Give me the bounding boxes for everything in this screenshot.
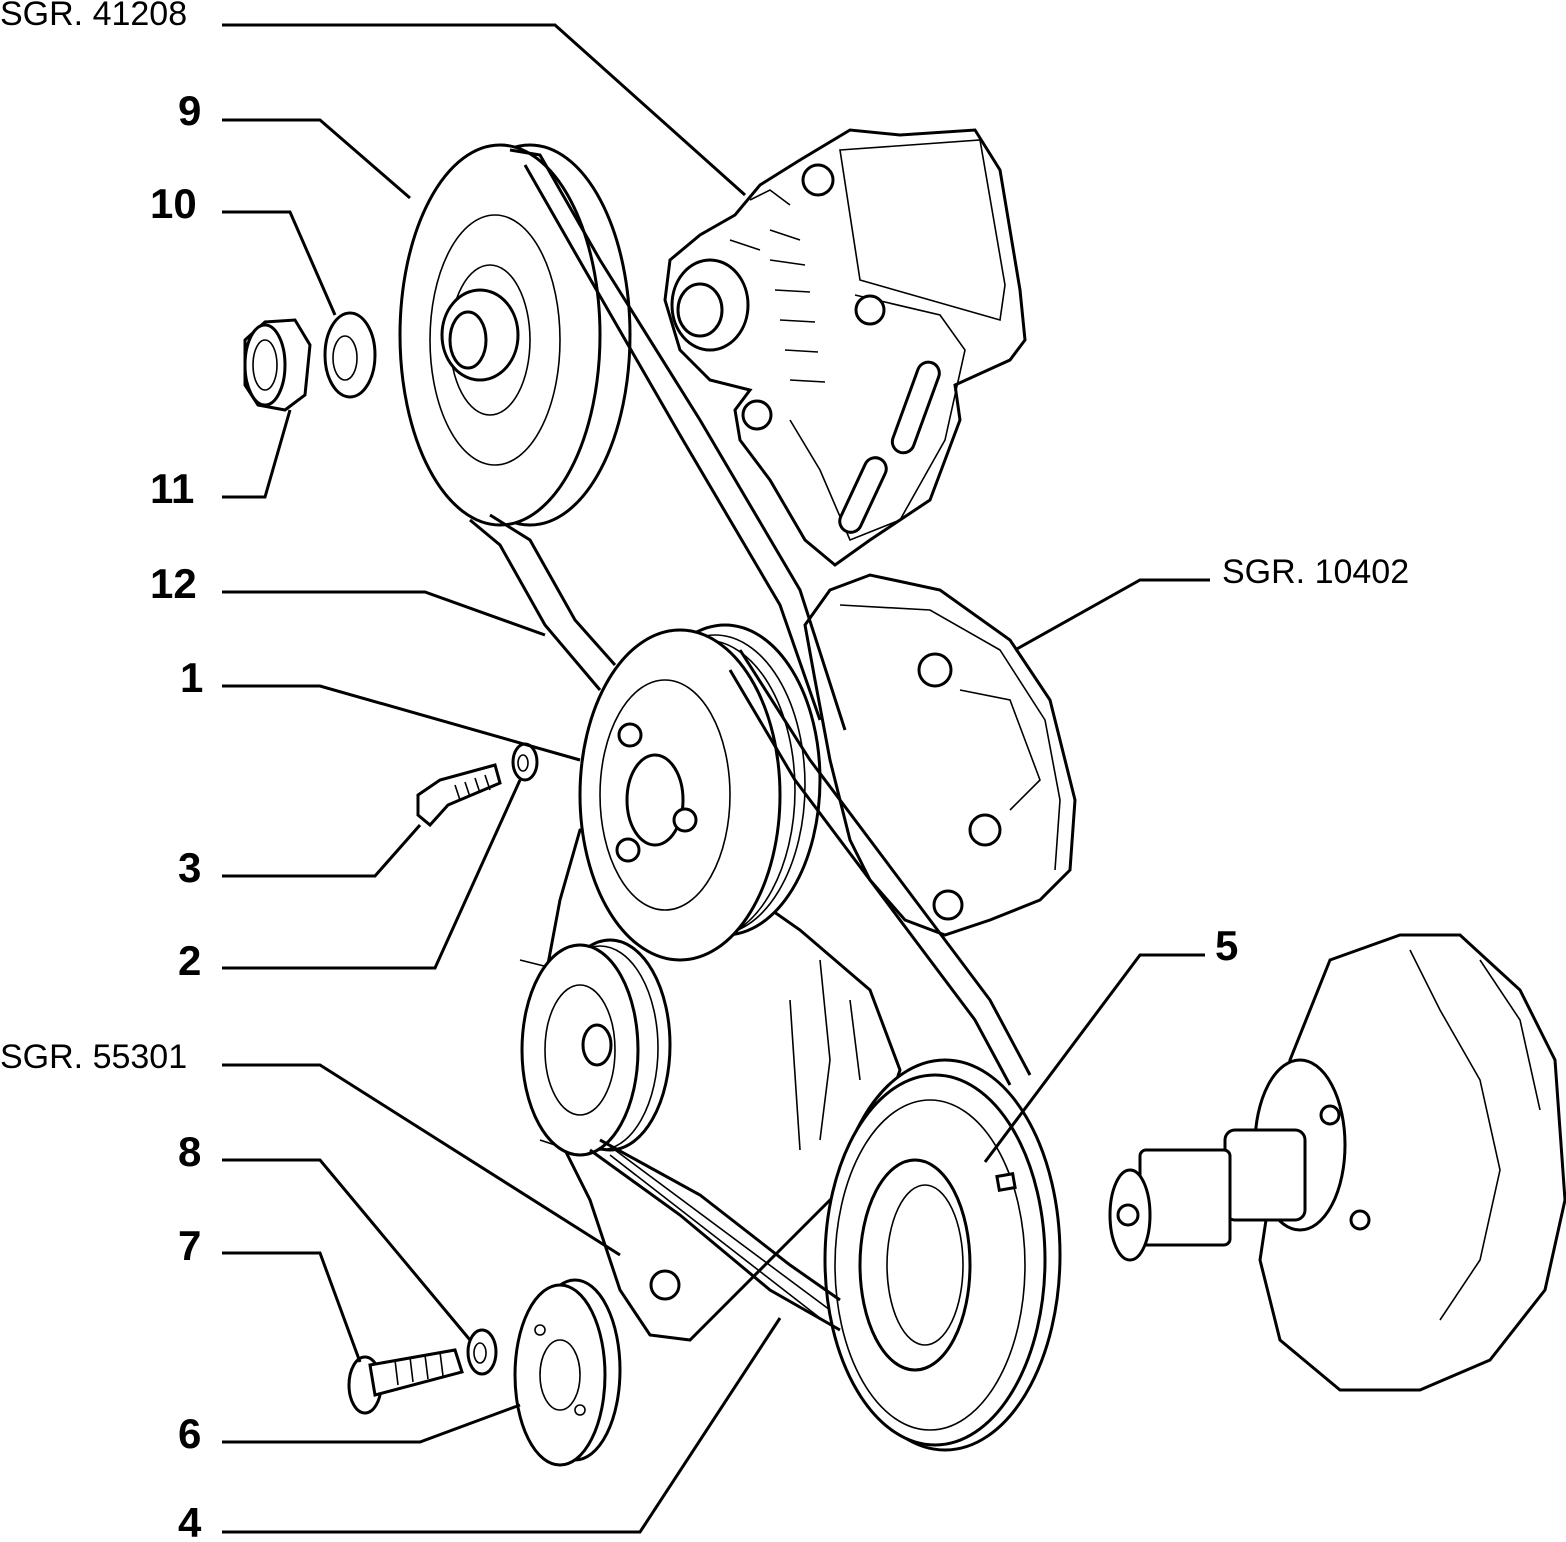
label-10: 10 bbox=[150, 180, 197, 227]
callout-labels: SGR. 41208 9 10 11 12 SGR. 10402 1 3 2 5… bbox=[0, 0, 1409, 1542]
label-3: 3 bbox=[178, 844, 201, 891]
label-4: 4 bbox=[178, 1499, 202, 1542]
label-2: 2 bbox=[178, 937, 201, 984]
flange-6 bbox=[513, 1278, 622, 1467]
label-1: 1 bbox=[180, 654, 203, 701]
label-5: 5 bbox=[1215, 922, 1238, 969]
alternator-unit bbox=[663, 128, 1027, 567]
label-sgr-55301: SGR. 55301 bbox=[0, 1038, 187, 1076]
washer-8 bbox=[466, 1328, 498, 1376]
pulley-1 bbox=[578, 623, 822, 962]
crank-pulley-5 bbox=[823, 1058, 1062, 1452]
pulley-9 bbox=[398, 143, 632, 527]
belt-lower bbox=[589, 649, 1032, 1332]
belt-upper bbox=[469, 148, 847, 731]
label-12: 12 bbox=[150, 560, 197, 607]
label-6: 6 bbox=[178, 1410, 201, 1457]
label-7: 7 bbox=[178, 1222, 201, 1269]
bolt-7 bbox=[347, 1348, 464, 1415]
leader-lines bbox=[222, 23, 1210, 1534]
label-sgr-41208: SGR. 41208 bbox=[0, 0, 187, 33]
crankshaft bbox=[1108, 933, 1566, 1392]
bolt-3 bbox=[416, 763, 502, 828]
washer-2 bbox=[511, 742, 539, 782]
washer-10 bbox=[323, 311, 377, 399]
nut-11 bbox=[243, 318, 312, 412]
label-8: 8 bbox=[178, 1128, 201, 1175]
pump-housing bbox=[803, 573, 1077, 937]
label-9: 9 bbox=[178, 87, 201, 134]
tensioner-pulley bbox=[520, 938, 672, 1157]
label-11: 11 bbox=[150, 465, 194, 512]
label-sgr-10402: SGR. 10402 bbox=[1222, 553, 1409, 591]
